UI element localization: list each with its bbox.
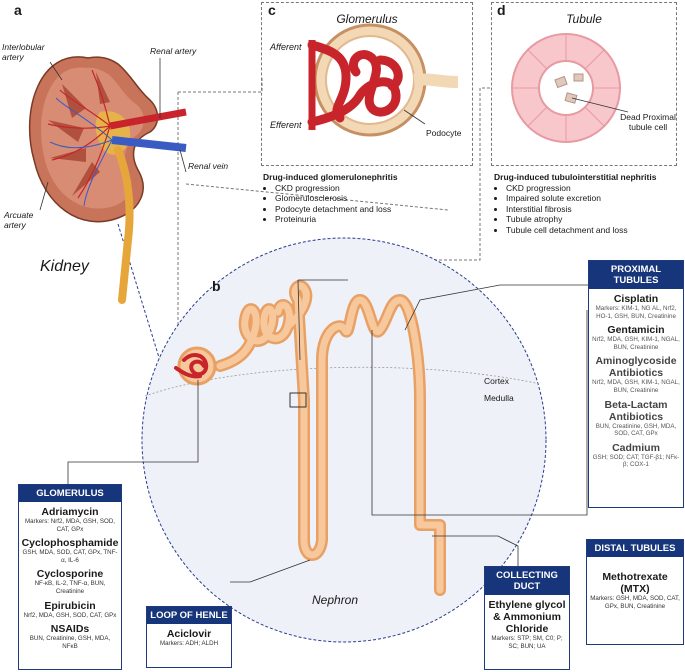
drug-name: Gentamicin — [607, 324, 665, 337]
kidney-illustration — [28, 56, 187, 304]
dead-cell-label: Dead Proximal tubule cell — [620, 112, 676, 132]
renal-vein-label: Renal vein — [188, 161, 229, 171]
drug-name: Epirubicin — [44, 599, 96, 612]
afferent-label: Afferent — [270, 42, 302, 52]
tubule-inset-title: Tubule — [566, 12, 602, 26]
list-item: Podocyte detachment and loss — [275, 204, 483, 215]
drug-name: Cadmium — [612, 441, 660, 454]
drug-markers: Markers: ADH; ALDH — [159, 640, 219, 647]
loop-box-header: LOOP OF HENLE — [147, 607, 231, 624]
drug-name: Cisplatin — [613, 293, 659, 305]
drug-name: Cyclophosphamide — [21, 537, 119, 550]
drug-entry: Epirubicin Nrf2, MDA, GSH, SOD, CAT, GPx — [19, 600, 121, 620]
efferent-label: Efferent — [270, 120, 302, 130]
renal-artery-label: Renal artery — [150, 46, 197, 56]
list-item: Impaired solute excretion — [506, 193, 684, 204]
drug-markers: Nrf2, MDA, GSH, KIM-1, NGAL, BUN, Creati… — [592, 379, 680, 394]
glomerulonephritis-list: Drug-induced glomerulonephritis CKD prog… — [263, 172, 483, 225]
collecting-duct-drug-box: COLLECTING DUCT Ethylene glycol & Ammoni… — [484, 566, 570, 670]
connector-lines — [117, 78, 490, 453]
collecting-box-header: COLLECTING DUCT — [485, 567, 569, 595]
kidney-title: Kidney — [40, 258, 89, 275]
drug-entry: Ethylene glycol & Ammonium Chloride Mark… — [485, 599, 569, 650]
glomerulus-inset-title: Glomerulus — [336, 12, 398, 26]
drug-markers: GSH, MDA, SOD, CAT, GPx, TNF-α, IL-6 — [22, 549, 118, 564]
glomerulus-illustration — [307, 23, 459, 137]
tubulointerstitial-list: Drug-induced tubulointerstitial nephriti… — [494, 172, 684, 235]
list-item: Tubule atrophy — [506, 214, 684, 225]
distal-tubules-drug-box: DISTAL TUBULES Methotrexate (MTX) Marker… — [586, 539, 684, 645]
drug-markers: Markers: Nrf2, MDA, GSH, SOD, CAT, GPx — [24, 518, 116, 533]
cortex-label: Cortex — [484, 376, 510, 386]
drug-markers: Markers: STP; SM, C0; P; SC; BUN; UA — [491, 635, 563, 650]
list-item: CKD progression — [506, 183, 684, 194]
panel-a-letter: a — [14, 2, 22, 18]
drug-name: Cyclosporine — [36, 568, 104, 581]
panel-c-letter: c — [268, 2, 276, 18]
drug-markers: Nrf2, MDA, GSH, SOD, CAT, GPx — [23, 611, 117, 619]
podocyte-label: Podocyte — [426, 128, 462, 138]
nephron-title: Nephron — [312, 593, 359, 607]
drug-markers: NF-κB, IL-2, TNF-α, BUN, Creatinine — [34, 580, 106, 595]
drug-markers: GSH; SOD; CAT; TGF-β1; NFκ-β; COX-1 — [592, 453, 680, 469]
panel-d-letter: d — [497, 2, 506, 18]
drug-name: Methotrexate (MTX) — [602, 571, 668, 595]
panel-b-letter: b — [212, 278, 221, 294]
list-item: Proteinuria — [275, 214, 483, 225]
drug-name: Aminoglycoside Antibiotics — [595, 355, 677, 380]
distal-box-header: DISTAL TUBULES — [587, 540, 683, 557]
drug-entry: Aminoglycoside Antibiotics Nrf2, MDA, GS… — [589, 355, 683, 394]
list-item: Tubule cell detachment and loss — [506, 225, 684, 236]
drug-name: NSAIDs — [50, 623, 90, 636]
proximal-box-header: PROXIMAL TUBULES — [589, 261, 683, 289]
drug-name: Adriamycin — [41, 506, 99, 518]
nephron-tubule — [174, 279, 446, 596]
list-item: Glomerulosclerosis — [275, 193, 483, 204]
drug-entry: Cyclosporine NF-κB, IL-2, TNF-α, BUN, Cr… — [19, 568, 121, 595]
drug-entry: Cyclophosphamide GSH, MDA, SOD, CAT, GPx… — [19, 537, 121, 564]
interlobular-artery-label: Interlobular artery — [2, 42, 45, 62]
drug-entry: Cadmium GSH; SOD; CAT; TGF-β1; NFκ-β; CO… — [589, 442, 683, 469]
tubulointerstitial-heading: Drug-induced tubulointerstitial nephriti… — [494, 172, 657, 182]
drug-entry: Methotrexate (MTX) Markers: GSH, MDA, SO… — [587, 571, 683, 610]
medulla-label: Medulla — [484, 393, 514, 403]
glomerulus-drug-box: GLOMERULUS Adriamycin Markers: Nrf2, MDA… — [18, 484, 122, 670]
drug-name: Ethylene glycol & Ammonium Chloride — [488, 599, 566, 635]
list-item: CKD progression — [275, 183, 483, 194]
tubule-illustration — [511, 33, 629, 143]
drug-entry: Aciclovir Markers: ADH; ALDH — [147, 628, 231, 648]
glomerulus-box-header: GLOMERULUS — [19, 485, 121, 502]
drug-entry: Gentamicin Nrf2, MDA, GSH, KIM-1, NGAL, … — [589, 324, 683, 351]
drug-name: Aciclovir — [166, 628, 212, 640]
drug-entry: Beta-Lactam Antibiotics BUN, Creatinine,… — [589, 399, 683, 438]
drug-markers: Nrf2, MDA, GSH, KIM-1, NGAL, BUN, Creati… — [592, 336, 680, 351]
drug-markers: BUN, Creatinine, GSH, MDA, NFκB — [29, 635, 111, 650]
drug-markers: Markers: KIM-1, NG AL, Nrf2, HO-1, GSH, … — [595, 305, 677, 320]
drug-entry: NSAIDs BUN, Creatinine, GSH, MDA, NFκB — [19, 623, 121, 650]
drug-entry: Adriamycin Markers: Nrf2, MDA, GSH, SOD,… — [19, 506, 121, 533]
tubule-inset-box: Tubule — [491, 2, 677, 166]
drug-entry: Cisplatin Markers: KIM-1, NG AL, Nrf2, H… — [589, 293, 683, 320]
glomerulonephritis-heading: Drug-induced glomerulonephritis — [263, 172, 398, 182]
loop-of-henle-drug-box: LOOP OF HENLE Aciclovir Markers: ADH; AL… — [146, 606, 232, 668]
list-item: Interstitial fibrosis — [506, 204, 684, 215]
glomerulus-inset-box: Glomerulus — [261, 2, 473, 166]
drug-markers: Markers: GSH, MDA, SOD, CAT, GPx, BUN, C… — [590, 595, 680, 610]
arcuate-artery-label: Arcuate artery — [4, 210, 34, 230]
drug-markers: BUN, Creatinine, GSH, MDA, SOD, CAT, GPx — [595, 422, 677, 438]
proximal-tubules-drug-box: PROXIMAL TUBULES Cisplatin Markers: KIM-… — [588, 260, 684, 508]
drug-name: Beta-Lactam Antibiotics — [604, 398, 668, 423]
